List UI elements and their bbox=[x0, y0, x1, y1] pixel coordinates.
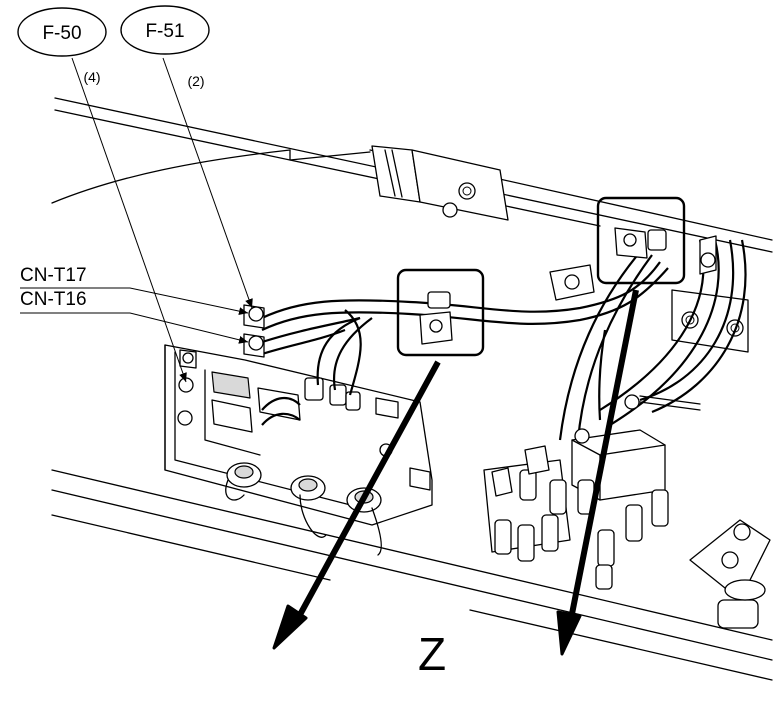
cn-t17-label: CN-T17 bbox=[20, 265, 87, 286]
view-arrow-left bbox=[272, 360, 441, 650]
terminal-cn-t16 bbox=[243, 333, 265, 358]
view-label-z: Z bbox=[418, 628, 446, 680]
detail-box-right bbox=[596, 196, 686, 285]
manifold-fittings bbox=[491, 394, 701, 590]
cap-left bbox=[225, 462, 262, 501]
connector-label-cn-t17: CN-T17 bbox=[20, 265, 249, 316]
bolt-left-lower bbox=[177, 377, 194, 426]
connector-bracket bbox=[164, 344, 433, 556]
cn-t16-label: CN-T16 bbox=[20, 289, 87, 310]
terminal-cn-t17 bbox=[243, 304, 265, 329]
cap-middle bbox=[290, 475, 327, 538]
right-edge-fittings bbox=[689, 235, 771, 629]
callout-f51-label: F-51 bbox=[145, 21, 184, 42]
callout-f51-qty: (2) bbox=[187, 73, 204, 89]
callout-f50: F-50 (4) bbox=[17, 7, 187, 383]
callout-f51: F-51 (2) bbox=[120, 5, 253, 309]
harness-clamp-left bbox=[419, 291, 453, 345]
callout-f50-label: F-50 bbox=[42, 23, 81, 44]
hydraulic-manifold bbox=[483, 394, 701, 590]
connector-label-cn-t16: CN-T16 bbox=[20, 289, 249, 344]
frame-structure bbox=[51, 97, 773, 681]
callout-f50-qty: (4) bbox=[83, 69, 100, 85]
bolt-left-upper bbox=[179, 349, 197, 369]
view-arrow-right bbox=[556, 289, 639, 656]
detail-box-left bbox=[396, 268, 485, 357]
harness-clamp-right bbox=[614, 227, 667, 259]
